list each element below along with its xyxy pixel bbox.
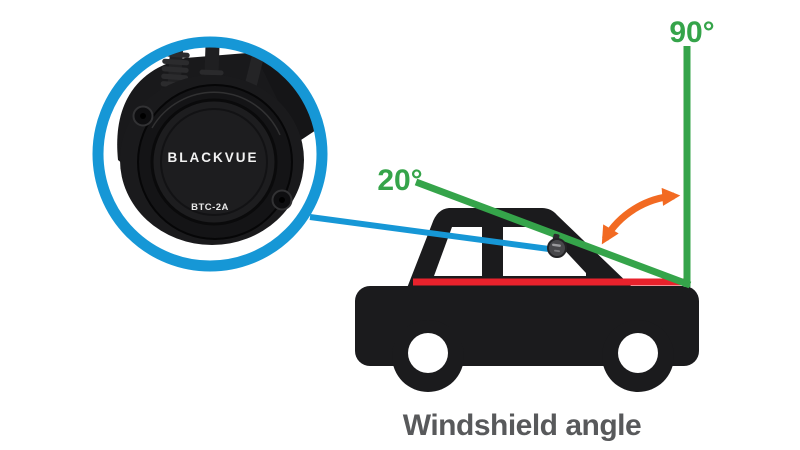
caption-windshield-angle: Windshield angle [403,409,641,442]
mount-bracket-wing [258,60,317,142]
angle-range-arrow [601,187,681,245]
rear-wheel-hub [408,333,448,373]
device-inset: BLACKVUE BTC-2A [92,36,328,272]
device-face [150,98,278,226]
inset-circle-border [92,36,328,272]
front-window [503,227,586,276]
sensor-mark-2 [554,249,560,253]
screw-left [132,105,154,127]
sensor-body [547,238,567,258]
sensor-mark [551,243,561,247]
front-wheel-hub [618,333,658,373]
disc-highlight [151,91,281,136]
device-model-text: BTC-2A [191,202,229,213]
btc-sensor-on-windshield [547,233,567,258]
blackvue-logo-text: BLACKVUE [167,150,258,165]
90-degree-label: 90° [669,16,714,49]
20-degree-line [414,178,692,289]
screw-right [271,189,293,211]
20-degree-label: 20° [377,164,422,197]
callout-line [309,214,550,252]
btc-2a-device-photo: BLACKVUE BTC-2A [117,47,317,245]
device-face-ring [160,108,268,216]
